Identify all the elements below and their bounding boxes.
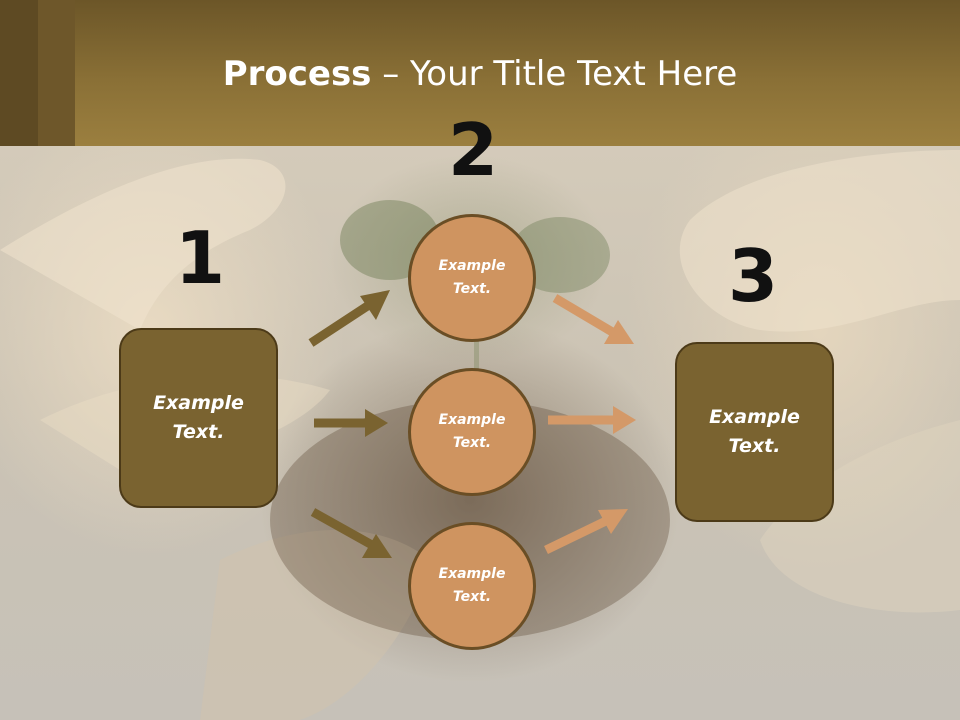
left-box-text: Example Text. [153,392,244,443]
title-bar: Process – Your Title Text Here [0,0,960,146]
slide-title: Process – Your Title Text Here [0,52,960,96]
header-accent-strip [0,0,38,146]
right-box-text: Example Text. [709,406,800,457]
right-box: Example Text. [675,342,834,522]
arrow-left-to-top [308,290,390,347]
title-rest-part: – Your Title Text Here [371,54,738,94]
arrow-left-to-middle [314,409,388,437]
circle-middle-text: Example Text. [438,412,506,451]
title-bold-part: Process [222,54,372,94]
step-number-1: 1 [174,216,226,300]
step-number-2: 2 [447,108,499,192]
arrow-left-to-bottom [310,508,392,558]
circle-bottom-text: Example Text. [438,566,506,605]
left-box: Example Text. [119,328,278,508]
arrow-bottom-to-right [544,509,628,555]
header-accent-strip-2 [38,0,75,146]
arrow-middle-to-right [548,406,636,434]
circle-bottom: Example Text. [408,522,536,650]
circle-top-text: Example Text. [438,258,506,297]
arrow-top-to-right [552,294,634,344]
step-number-3: 3 [727,234,779,318]
circle-middle: Example Text. [408,368,536,496]
circle-top: Example Text. [408,214,536,342]
